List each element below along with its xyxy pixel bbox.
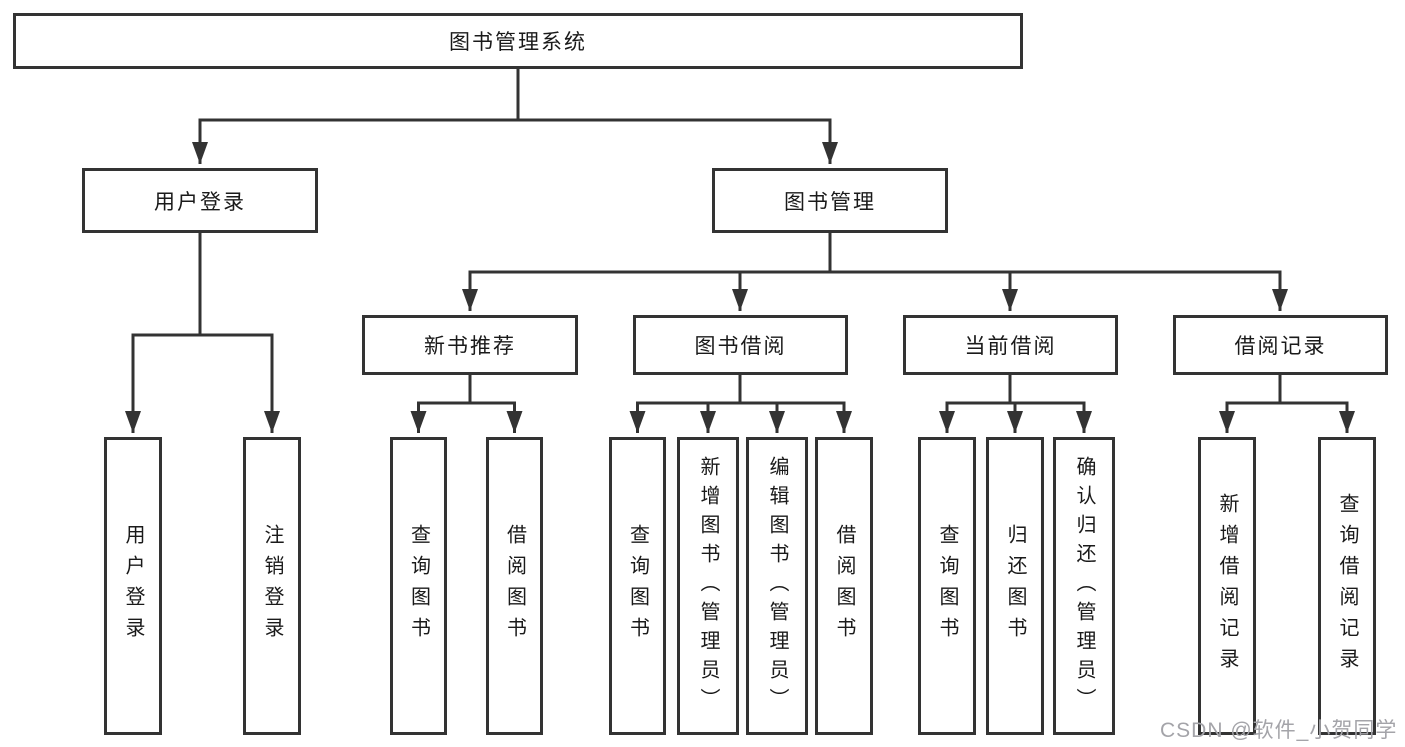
leaf-add-borrow-record: 新增借阅记录 xyxy=(1198,437,1256,735)
node-label: 查询借阅记录 xyxy=(1336,493,1358,679)
node-borrowing-records: 借阅记录 xyxy=(1173,315,1388,375)
csdn-watermark: CSDN @软件_小贺同学 xyxy=(1160,719,1398,742)
node-label: 当前借阅 xyxy=(964,335,1057,358)
node-new-book-recommendation: 新书推荐 xyxy=(362,315,578,375)
node-book-borrowing: 图书借阅 xyxy=(633,315,848,375)
leaf-user-login: 用户登录 xyxy=(104,437,162,735)
leaf-query-books-recommend: 查询图书 xyxy=(390,437,447,735)
node-label: 确认归还（管理员） xyxy=(1073,455,1095,717)
node-label: 借阅图书 xyxy=(833,524,855,648)
node-label: 用户登录 xyxy=(122,524,144,648)
node-label: 注销登录 xyxy=(261,524,283,648)
node-label: 归还图书 xyxy=(1004,524,1026,648)
node-label: 查询图书 xyxy=(936,524,958,648)
node-label: 图书管理系统 xyxy=(449,31,587,54)
node-label: 新增图书（管理员） xyxy=(697,455,719,717)
leaf-borrow-books-borrowing: 借阅图书 xyxy=(815,437,873,735)
node-label: 图书管理 xyxy=(784,190,876,214)
node-label: 用户登录 xyxy=(154,190,246,214)
node-label: 借阅图书 xyxy=(503,524,526,648)
leaf-confirm-return-admin: 确认归还（管理员） xyxy=(1053,437,1115,735)
node-label: 借阅记录 xyxy=(1234,335,1327,358)
node-label: 查询图书 xyxy=(407,524,430,648)
leaf-add-books-admin: 新增图书（管理员） xyxy=(677,437,739,735)
node-book-management: 图书管理 xyxy=(712,168,948,233)
node-library-management-system: 图书管理系统 xyxy=(13,13,1023,69)
leaf-borrow-books-recommend: 借阅图书 xyxy=(486,437,543,735)
leaf-query-books-current: 查询图书 xyxy=(918,437,976,735)
leaf-edit-books-admin: 编辑图书（管理员） xyxy=(746,437,808,735)
leaf-query-borrow-record: 查询借阅记录 xyxy=(1318,437,1376,735)
node-label: 查询图书 xyxy=(626,524,649,648)
node-label: 编辑图书（管理员） xyxy=(766,455,788,717)
node-label: 新增借阅记录 xyxy=(1216,493,1238,679)
node-label: 图书借阅 xyxy=(694,335,787,358)
leaf-logout-login: 注销登录 xyxy=(243,437,301,735)
node-user-login: 用户登录 xyxy=(82,168,318,233)
node-label: 新书推荐 xyxy=(424,335,516,358)
leaf-return-books: 归还图书 xyxy=(986,437,1044,735)
leaf-query-books-borrowing: 查询图书 xyxy=(609,437,666,735)
node-current-borrowing: 当前借阅 xyxy=(903,315,1118,375)
